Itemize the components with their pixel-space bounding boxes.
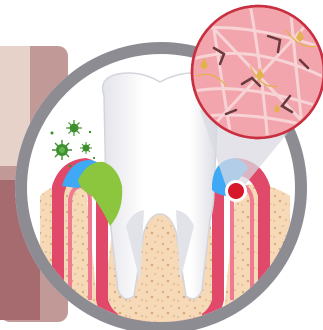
inflammation-marker-icon xyxy=(225,180,247,202)
